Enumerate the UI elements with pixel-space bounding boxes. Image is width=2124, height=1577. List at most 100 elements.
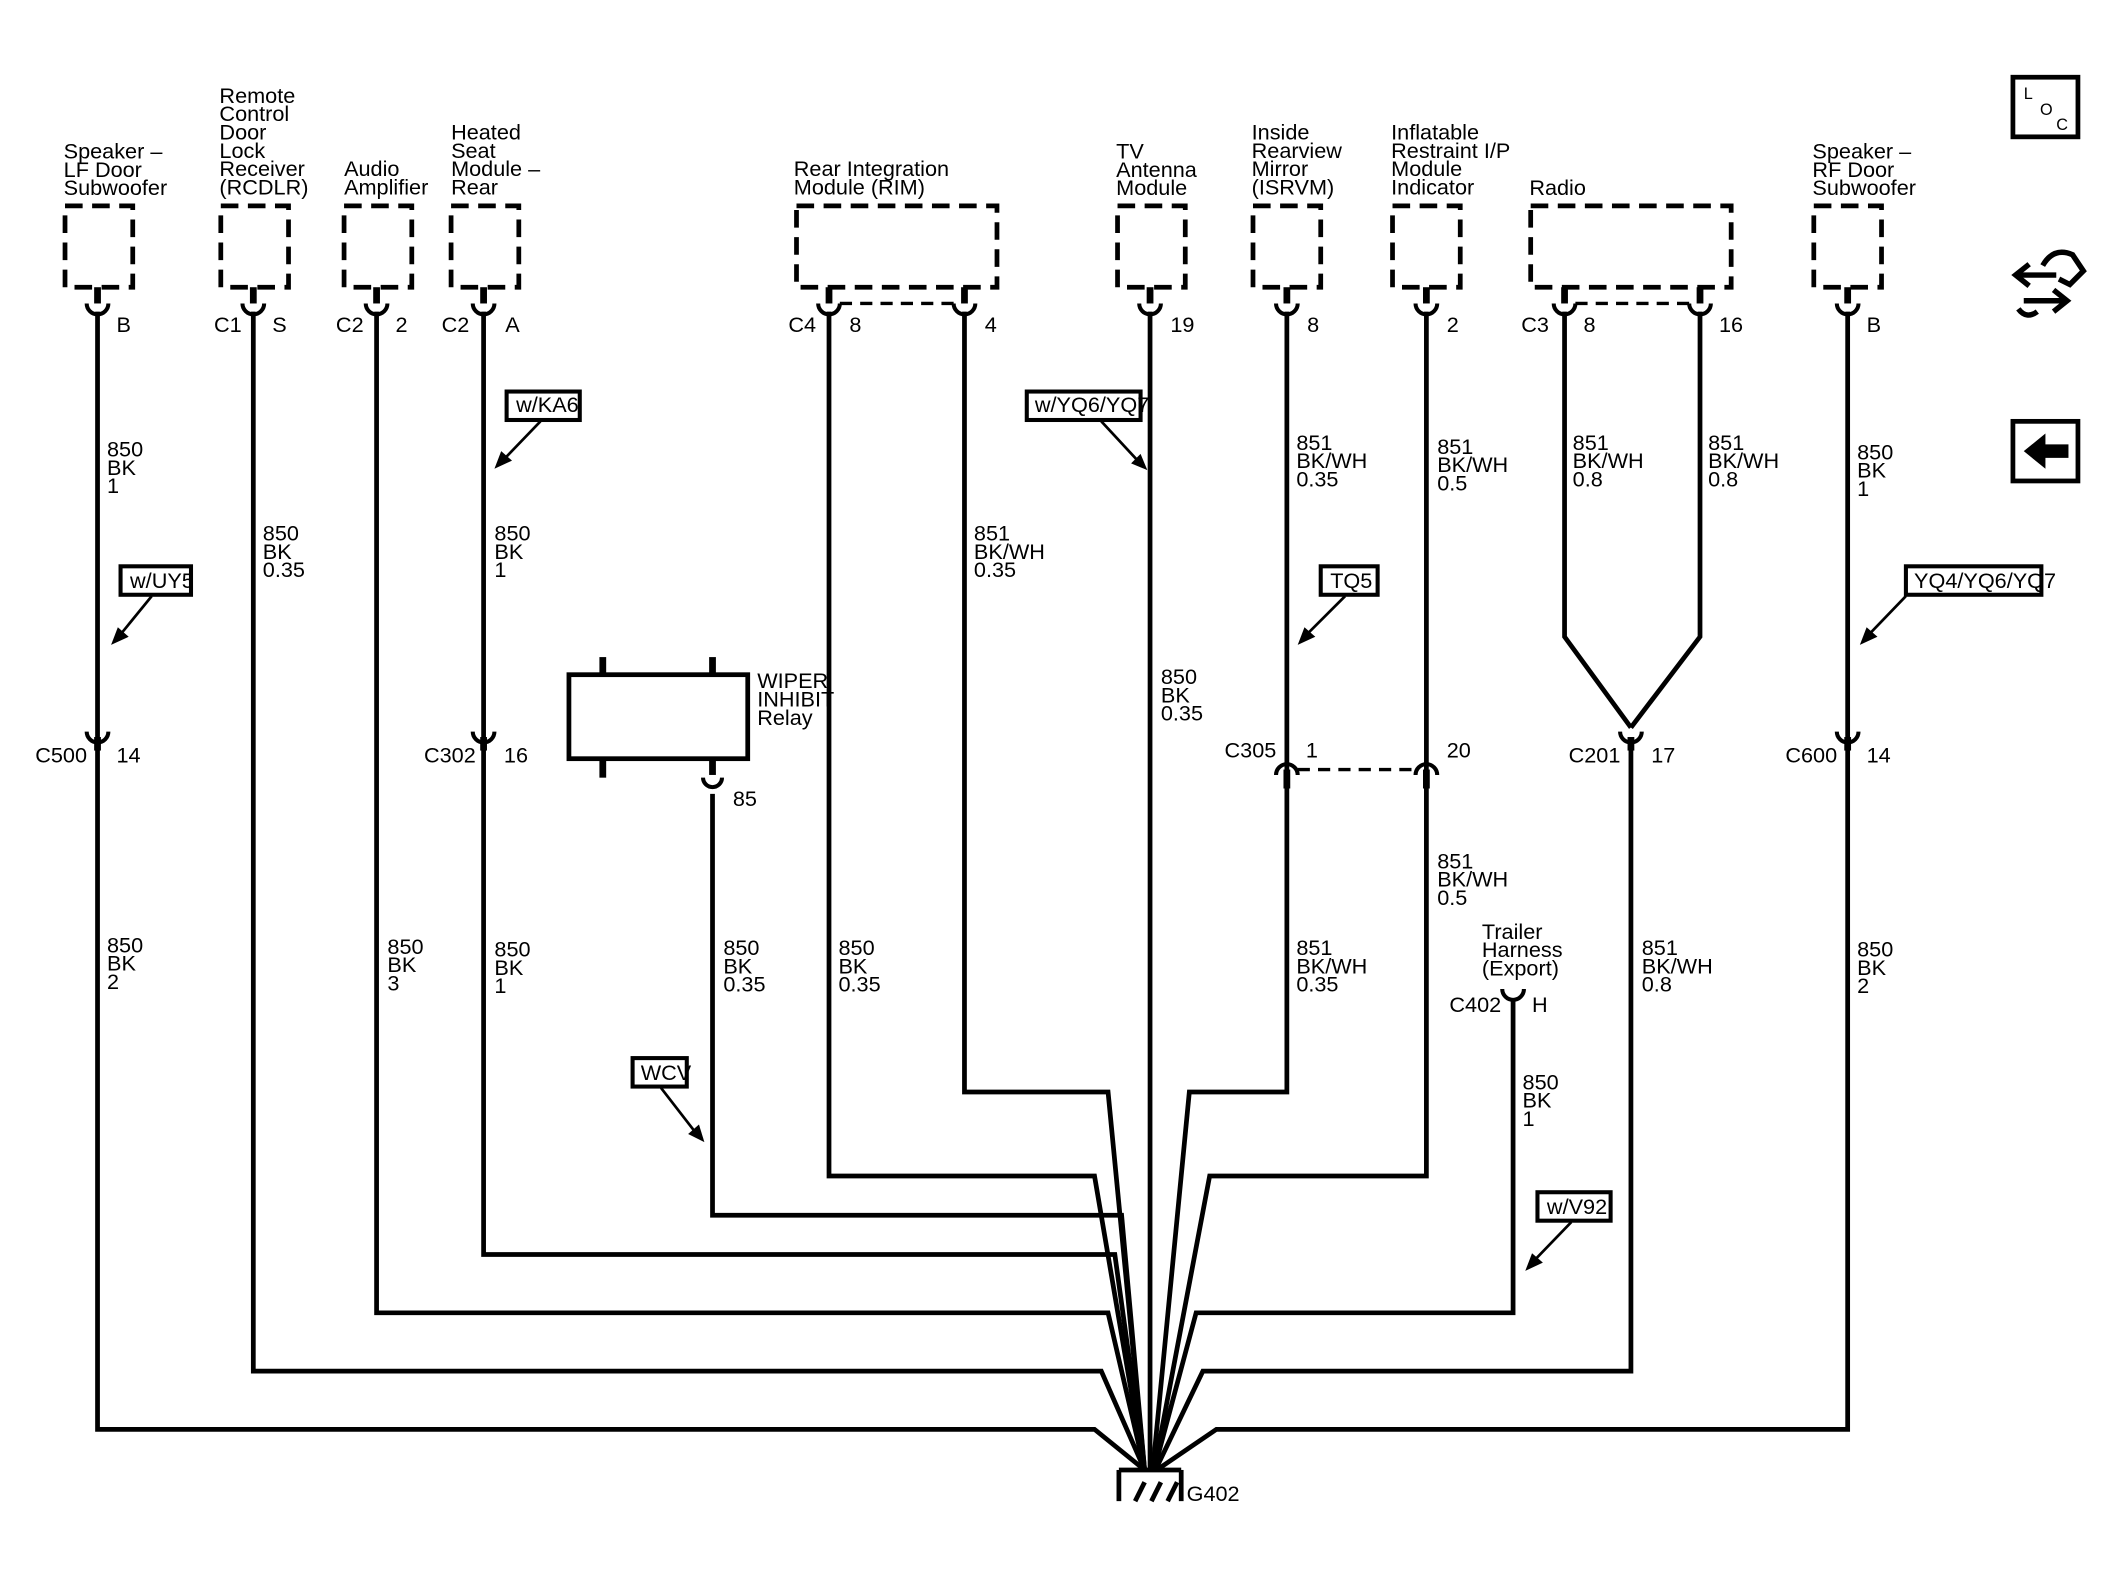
pin-arc [1413,303,1440,317]
wire-rim-pin4 [962,311,1147,1471]
c201-pin: 17 [1651,743,1675,768]
conn-amp: C2 [336,312,364,337]
wire-radio-pin8 [1562,311,1633,729]
c600-name: C600 [1785,743,1837,768]
pin-arc [1687,303,1713,317]
wire-heated-seat [481,311,1147,1471]
conn-rcdlr: C1 [214,312,242,337]
ground-label: G402 [1187,1481,1240,1506]
option-tag-label: w/V92 [1546,1194,1607,1219]
pin-tv: 19 [1170,312,1194,337]
wire-mirror-lower [1150,774,1290,1471]
pin-speaker-lf: B [116,312,130,337]
box-radio [1528,203,1734,290]
relay-pin-arc [701,777,725,790]
option-tag-v92: w/V92 [1525,1190,1613,1271]
c302-pin: 16 [504,743,528,768]
wire-airbag-lower [1151,774,1429,1471]
loc-letter: L [2024,85,2033,103]
box-speaker-rf [1811,203,1884,290]
conn-radio: C3 [1521,312,1549,337]
box-inflatable-restraint [1390,203,1463,290]
pin-arc [470,303,497,317]
c201-name: C201 [1569,743,1621,768]
option-tag-label: w/KA6 [515,392,579,417]
box-speaker-lf [62,203,136,290]
pin-radio-b: 16 [1719,312,1743,337]
pin-rim-a: 8 [849,312,861,337]
wire-wiper-relay [710,793,1147,1471]
option-tag-wcv: WCV [630,1056,705,1143]
back-arrow-icon[interactable] [2010,418,2081,484]
c500-name: C500 [35,743,87,768]
option-tag-ka6: w/KA6 [494,389,582,469]
box-rcdlr [218,203,291,290]
wiring-tool-icon[interactable] [2011,249,2087,318]
c302-name: C302 [424,743,476,768]
pin-seat: A [505,312,520,337]
box-inside-rearview-mirror [1250,203,1324,290]
option-tag-uy5: w/UY5 [111,564,194,645]
wire-audio-amplifier [374,311,1147,1471]
conn-seat: C2 [442,312,470,337]
loc-letter: O [2040,101,2053,119]
pin-amp: 2 [396,312,408,337]
option-tag-yq6-yq7: w/YQ6/YQ7 [1024,389,1149,471]
box-rear-integration-module [794,203,1000,290]
c402-name: C402 [1449,992,1501,1017]
option-tag-label: TQ5 [1330,568,1372,593]
wire-speaker-lf [95,311,1147,1472]
pin-arc [816,303,842,317]
option-tag-tq5: TQ5 [1297,564,1380,645]
pin-airbag: 2 [1447,312,1459,337]
option-tag-label: w/YQ6/YQ7 [1034,392,1149,417]
c402-pin: H [1532,992,1548,1017]
pin-arc [951,303,978,317]
wires [95,311,1851,1472]
option-tag-yq4-yq6-yq7: YQ4/YQ6/YQ7 [1859,564,2056,645]
wire-rim-pin8 [826,311,1147,1471]
label-radio: Radio [1529,175,1586,200]
loc-icon[interactable]: L O C [2010,74,2081,140]
wire-speaker-rf [1155,311,1851,1472]
pin-arc [1273,303,1300,317]
option-tag-label: w/UY5 [129,568,194,593]
relay-body [566,672,751,762]
pin-arc [1834,303,1861,317]
pin-radio-a: 8 [1584,312,1596,337]
option-tags: w/UY5 w/KA6 w/YQ6/YQ7 TQ5 YQ4/YQ6/YQ7 [111,389,2056,1271]
c305-pin-a: 1 [1306,737,1318,762]
pin-speaker-rf: B [1867,312,1881,337]
conn-rim: C4 [788,312,816,337]
c600-pin: 14 [1867,743,1891,768]
loc-letter: C [2056,116,2068,134]
c402-pin-arc [1500,988,1526,1002]
pin-arc [1137,303,1163,317]
pin-symbols [84,287,1861,789]
